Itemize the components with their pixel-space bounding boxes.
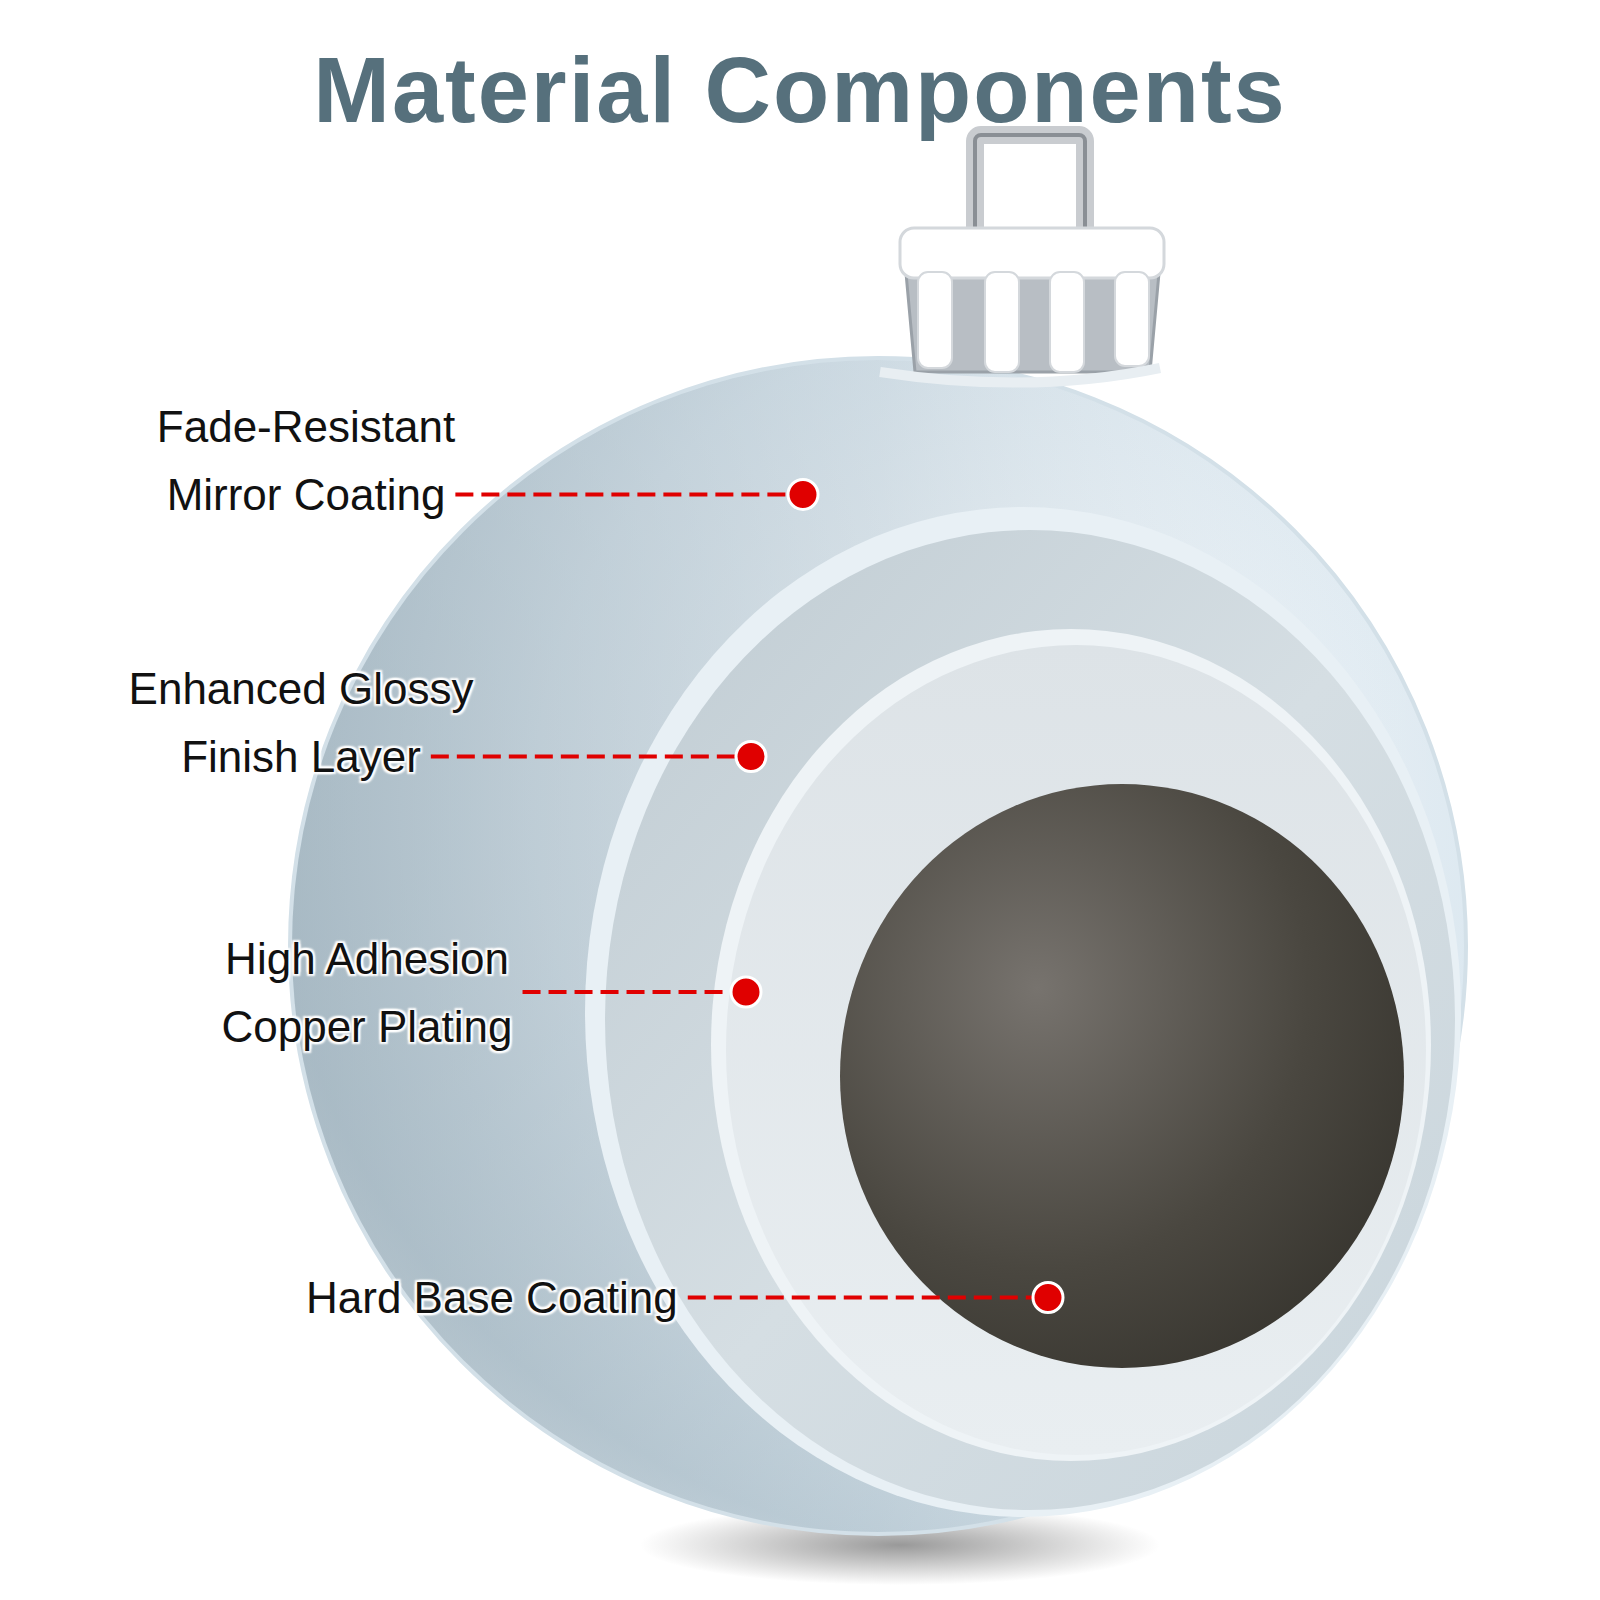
callout-label: Fade-Resistant Mirror Coating bbox=[106, 393, 506, 529]
hanger-cap bbox=[880, 135, 1164, 383]
leader-line bbox=[523, 990, 732, 994]
cap-prong bbox=[918, 272, 952, 368]
callout-dot bbox=[788, 480, 818, 510]
copper-plating-layer bbox=[726, 645, 1426, 1455]
callout-dot bbox=[1033, 1283, 1063, 1313]
leader-line bbox=[455, 493, 789, 497]
plating-rim bbox=[711, 629, 1431, 1461]
title: Material Components bbox=[0, 38, 1600, 143]
hard-base-core bbox=[840, 784, 1404, 1368]
cut-rim bbox=[585, 507, 1461, 1517]
callout-dot bbox=[736, 742, 766, 772]
cap-neck bbox=[880, 368, 1160, 383]
leader-line bbox=[431, 755, 737, 759]
cap-prong bbox=[1050, 272, 1084, 372]
callout-label: Enhanced Glossy Finish Layer bbox=[101, 655, 501, 791]
cap-top bbox=[900, 228, 1164, 278]
cap-prong bbox=[985, 272, 1019, 372]
glossy-finish-layer bbox=[605, 530, 1455, 1510]
leader-line bbox=[688, 1296, 1034, 1300]
callout-dot bbox=[731, 977, 761, 1007]
callout-label: High Adhesion Copper Plating bbox=[172, 925, 562, 1061]
callout-label: Hard Base Coating bbox=[306, 1264, 678, 1332]
cap-prong bbox=[1115, 272, 1149, 366]
